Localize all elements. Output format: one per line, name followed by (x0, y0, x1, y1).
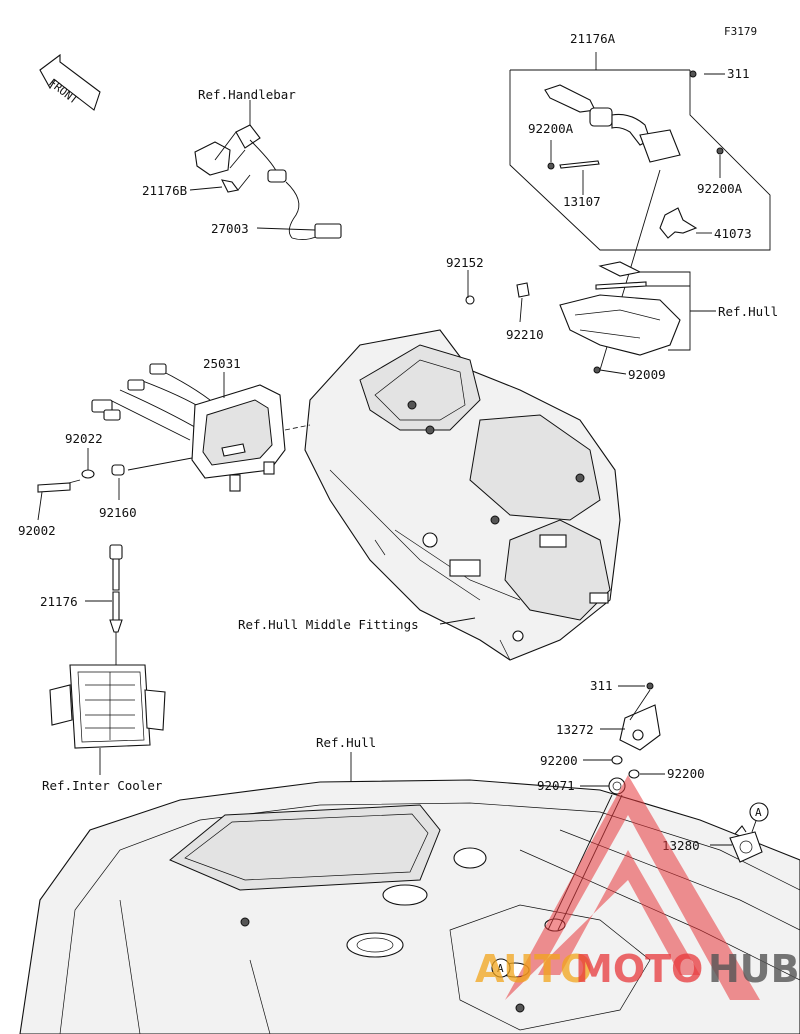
sensor-21176 (109, 544, 123, 665)
handlebar-switch (194, 124, 342, 241)
hull-middle-fittings (304, 329, 621, 661)
front-arrow: FRONT (39, 53, 101, 111)
watermark-logo: AUTO MOTO HUB (475, 775, 800, 1000)
callout-92160: 92160 (99, 505, 137, 520)
inter-cooler (49, 664, 166, 775)
callout-21176B: 21176B (142, 183, 187, 198)
callout-92002: 92002 (18, 523, 56, 538)
callout-92200-right: 92200 (667, 766, 705, 781)
callout-92210: 92210 (506, 327, 544, 342)
callout-92009: 92009 (628, 367, 666, 382)
callout-92200A-left: 92200A (528, 121, 574, 136)
callout-25031: 25031 (203, 356, 241, 371)
callout-92200A-right: 92200A (697, 181, 743, 196)
callout-92071: 92071 (537, 778, 575, 793)
callout-labels: F3179 21176A 311 92200A 92200A 13107 410… (18, 25, 778, 853)
callout-ref-hull-bottom: Ref.Hull (316, 735, 376, 750)
svg-text:A: A (497, 962, 504, 975)
callout-311-top: 311 (727, 66, 750, 81)
watermark-auto: AUTO (475, 947, 592, 991)
callout-41073: 41073 (714, 226, 752, 241)
callout-21176A: 21176A (570, 31, 616, 46)
callout-ref-hull-top: Ref.Hull (718, 304, 778, 319)
callout-92200-left: 92200 (540, 753, 578, 768)
callout-311-bottom: 311 (590, 678, 613, 693)
callout-ref-hull-middle: Ref.Hull Middle Fittings (238, 617, 419, 632)
callout-ref-inter-cooler: Ref.Inter Cooler (42, 778, 163, 793)
callout-ref-handlebar: Ref.Handlebar (198, 87, 296, 102)
meter-25031 (37, 363, 311, 493)
callout-21176: 21176 (40, 594, 78, 609)
marker-a-bottom: A (491, 958, 511, 978)
callout-92022: 92022 (65, 431, 103, 446)
callout-13107: 13107 (563, 194, 601, 209)
assembly-21176A (509, 52, 771, 371)
figure-code: F3179 (724, 25, 757, 38)
callout-27003: 27003 (211, 221, 249, 236)
marker-a-top: A (749, 802, 769, 822)
svg-text:A: A (755, 806, 762, 819)
bracket-ref-hull-top (465, 261, 716, 375)
callout-92152: 92152 (446, 255, 484, 270)
watermark-moto: MOTO (575, 947, 703, 991)
watermark-hub: HUB (708, 947, 800, 991)
leader-lines (37, 73, 758, 846)
callout-13272: 13272 (556, 722, 594, 737)
